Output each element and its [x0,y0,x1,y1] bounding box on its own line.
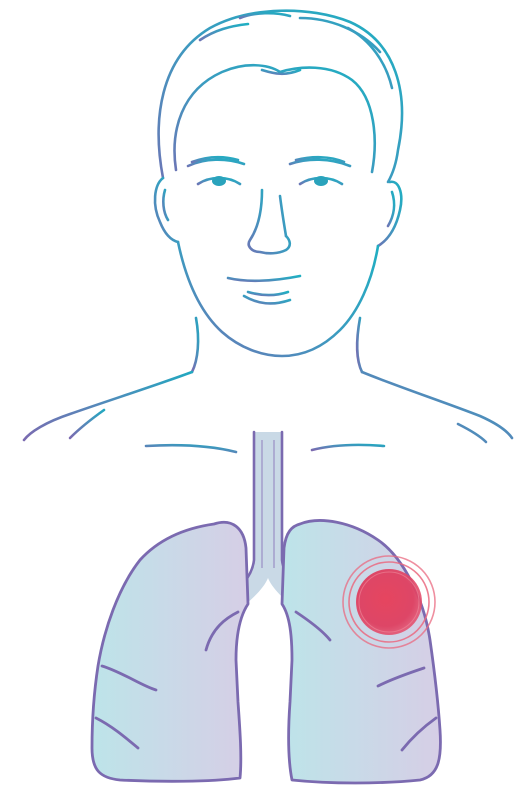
neck-shoulders-outline [24,318,512,452]
left-lung [92,522,248,781]
right-lung [282,521,440,783]
head-outline-icon [155,11,402,356]
pain-spot-icon [343,556,435,648]
